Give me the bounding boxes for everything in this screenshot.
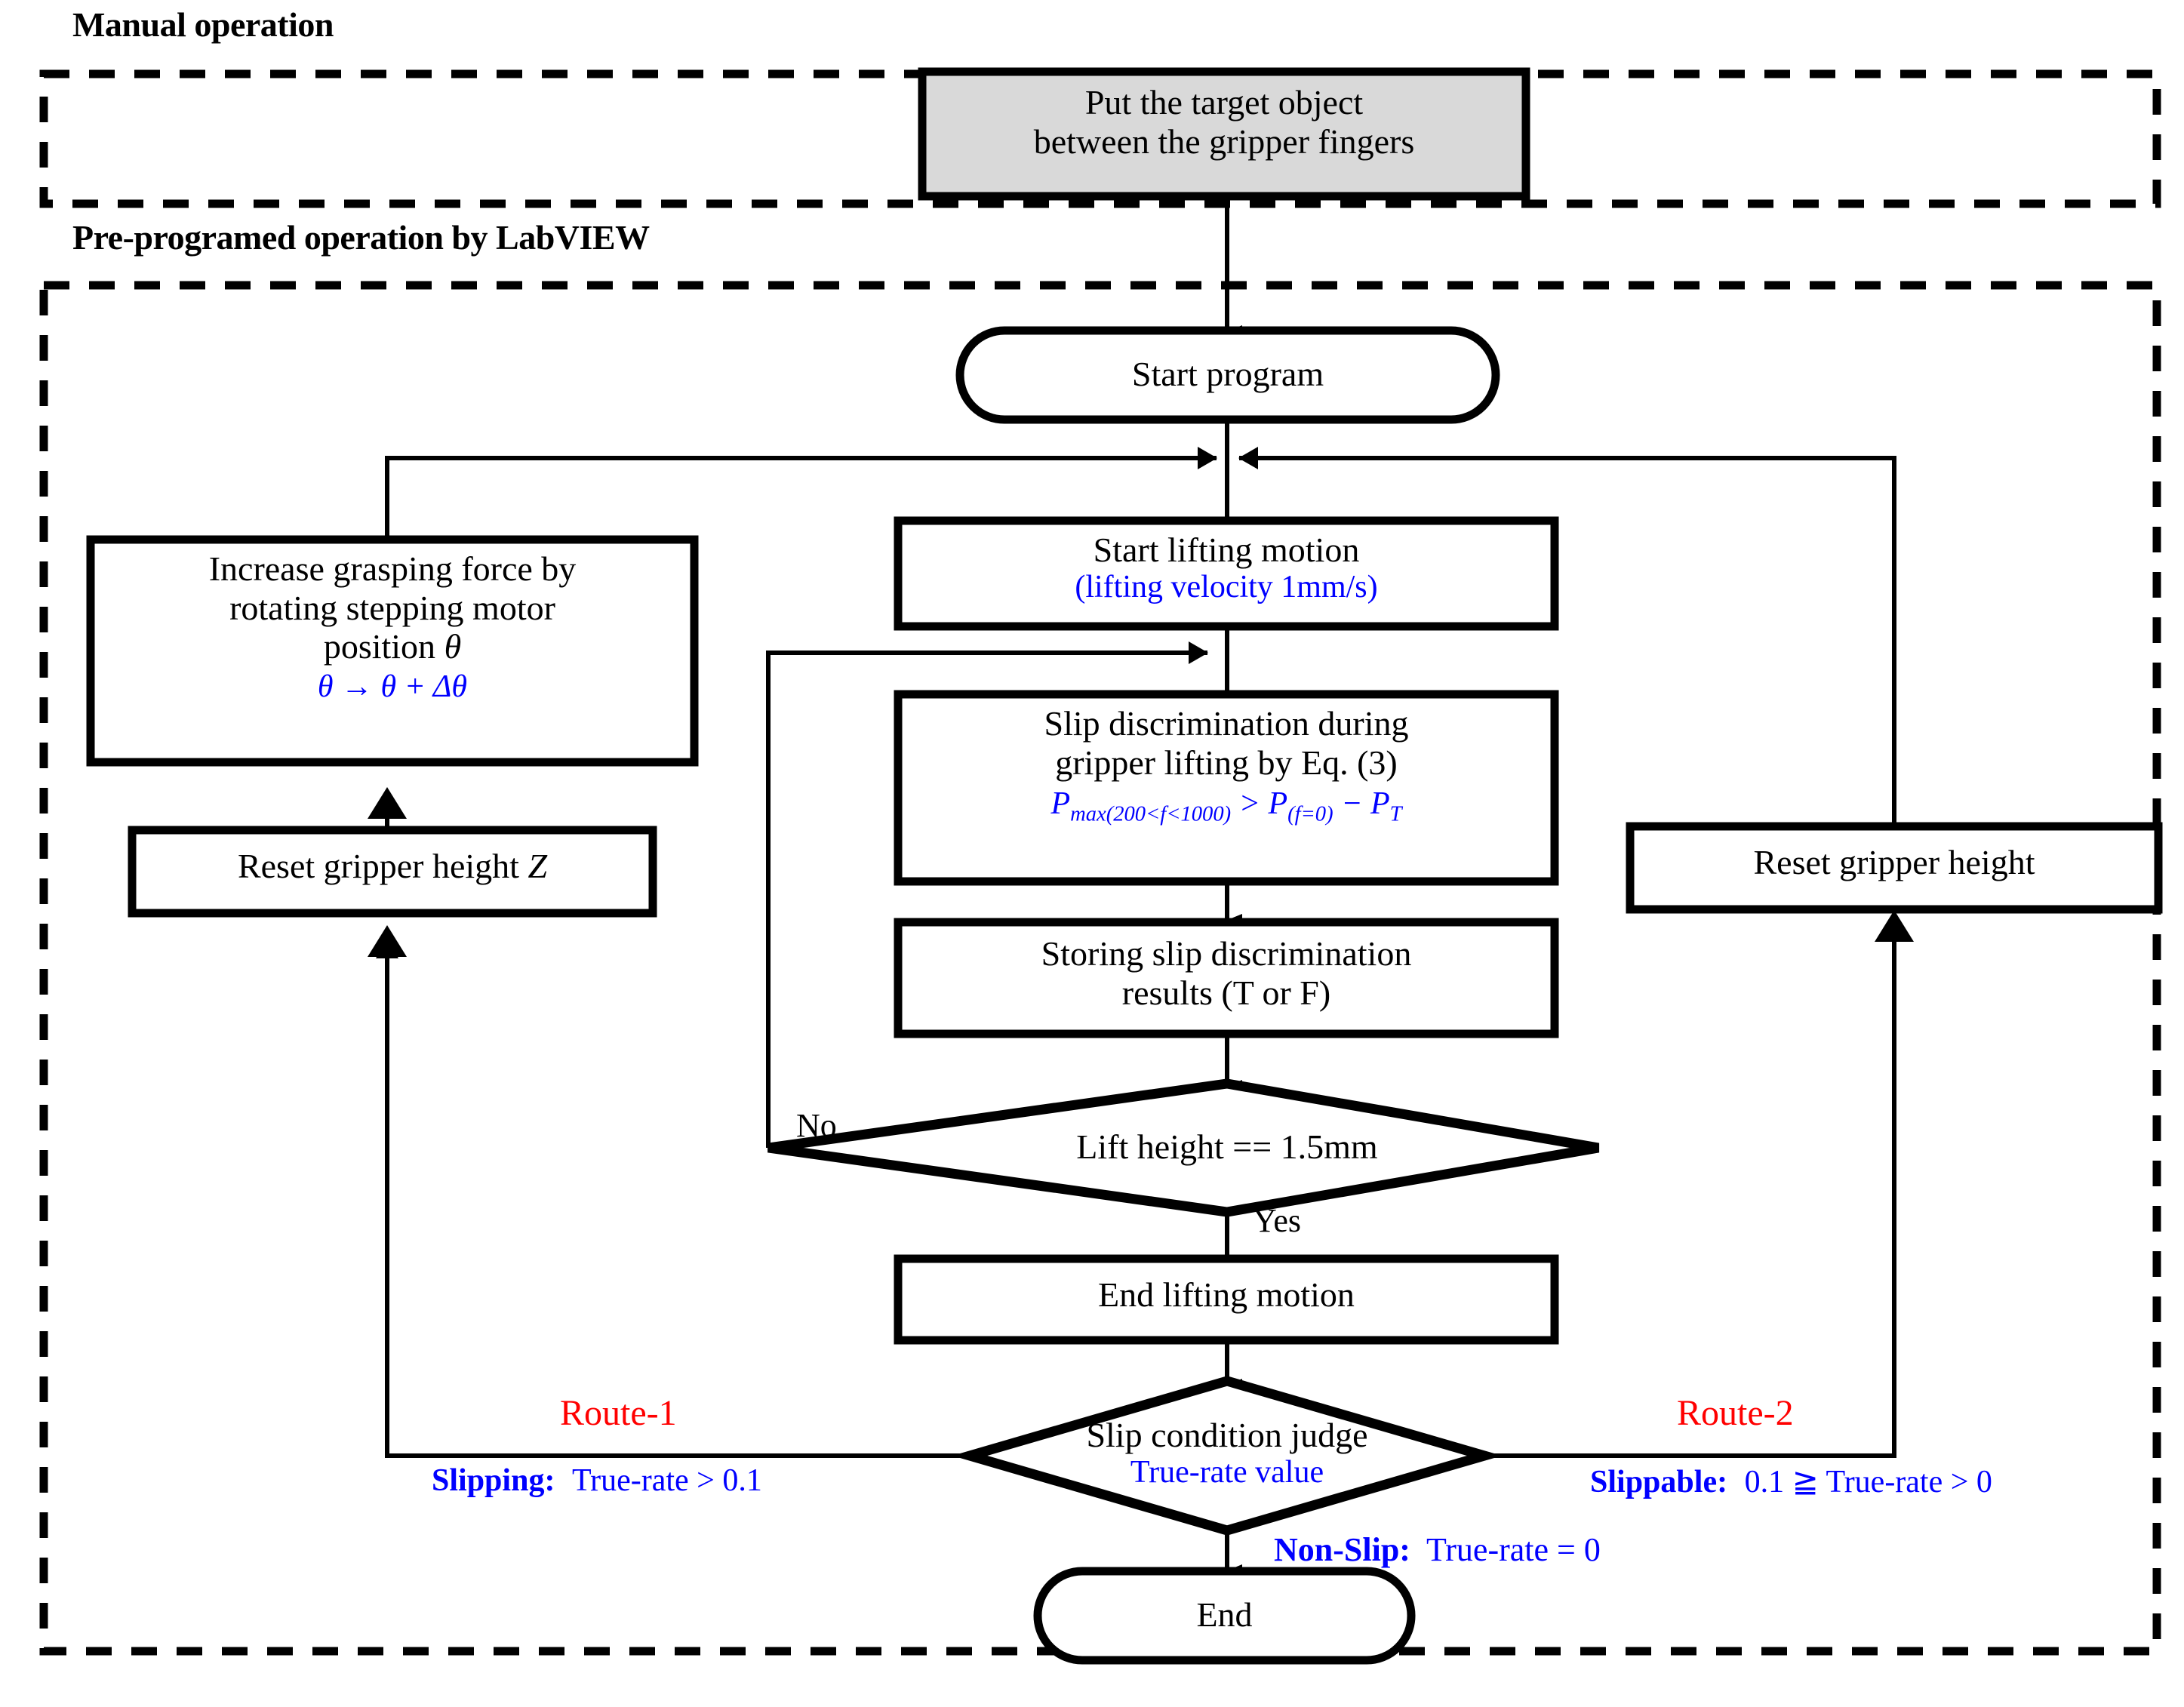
edge-no-loop xyxy=(766,641,1208,1148)
edge-right-feedback-into-main xyxy=(1238,447,1896,830)
edge-label-nonslip: Non-Slip: True-rate = 0 xyxy=(1274,1530,1601,1569)
arrowhead-route2-up xyxy=(1875,910,1914,942)
edge-label-slipping: Slipping: True-rate > 0.1 xyxy=(432,1462,762,1499)
node-start-lifting-shape[interactable] xyxy=(894,516,1559,631)
edge-label-slippable-bold: Slippable: xyxy=(1590,1465,1728,1499)
node-put-object-shape[interactable] xyxy=(918,67,1530,201)
edge-label-slippable: Slippable: 0.1 ≧ True-rate > 0 xyxy=(1590,1462,1992,1500)
node-end-lifting-shape[interactable] xyxy=(894,1254,1559,1345)
edge-route1 xyxy=(376,939,970,1458)
node-slip-discrimination-shape[interactable] xyxy=(894,690,1559,886)
edge-label-slipping-cond: True-rate > 0.1 xyxy=(571,1463,762,1498)
edge-label-route2: Route-2 xyxy=(1677,1393,1794,1433)
node-increase-force-shape[interactable] xyxy=(86,535,699,767)
edge-label-nonslip-cond: True-rate = 0 xyxy=(1426,1531,1601,1568)
node-reset-height-z-shape[interactable] xyxy=(128,826,657,918)
arrowhead-resetz-up xyxy=(368,787,407,819)
edge-label-route1: Route-1 xyxy=(560,1393,677,1433)
edge-label-nonslip-bold-a: Non xyxy=(1274,1531,1333,1568)
group-title-preprogramed-operation: Pre-programed operation by LabVIEW xyxy=(72,218,650,257)
node-slip-condition-judge-shape[interactable] xyxy=(952,1376,1503,1536)
edge-label-nonslip-bold-b: -Slip: xyxy=(1333,1531,1410,1568)
group-title-manual-operation: Manual operation xyxy=(72,5,334,44)
arrowhead-route1-up xyxy=(368,925,407,957)
node-start-program-shape[interactable] xyxy=(955,326,1500,424)
node-lift-height-check-shape[interactable] xyxy=(767,1078,1600,1217)
node-end-shape[interactable] xyxy=(1033,1567,1416,1665)
node-storing-results-shape[interactable] xyxy=(894,918,1559,1038)
edge-route2 xyxy=(1484,924,1896,1458)
edge-label-yes: Yes xyxy=(1253,1202,1302,1239)
edge-label-no: No xyxy=(796,1107,837,1144)
edge-label-slippable-cond: 0.1 ≧ True-rate > 0 xyxy=(1744,1465,1992,1499)
node-reset-height-shape[interactable] xyxy=(1626,822,2163,914)
edge-label-slipping-bold: Slipping: xyxy=(432,1463,555,1498)
edge-left-feedback-into-main xyxy=(385,447,1217,543)
